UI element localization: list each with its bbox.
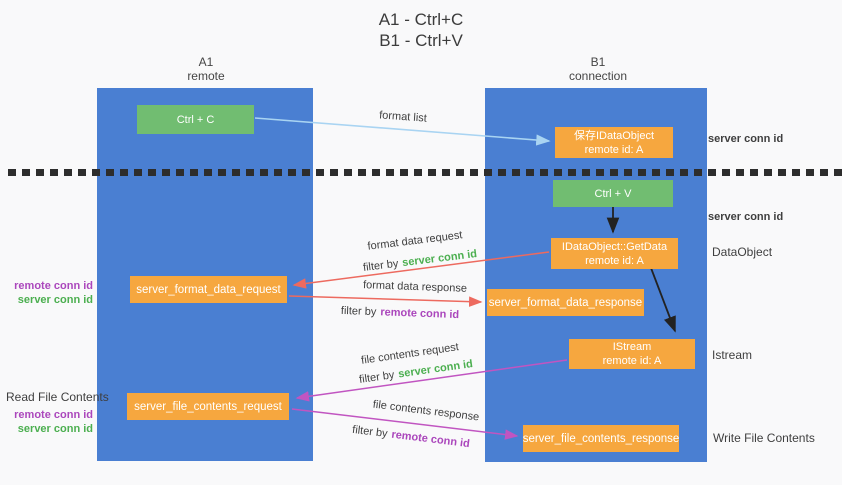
label-istream: Istream	[712, 348, 753, 362]
node-format-request-label: server_format_data_request	[136, 283, 281, 296]
lane-left-role: remote	[187, 69, 225, 83]
node-istream-line2: remote id: A	[602, 355, 662, 367]
title-line-1: A1 - Ctrl+C	[378, 10, 464, 29]
lane-left-name: A1	[198, 55, 214, 69]
label-server-conn-id-top: server conn id	[708, 133, 784, 145]
lane-header-left: A1 remote	[146, 55, 266, 83]
node-server-format-data-response: server_format_data_response	[487, 289, 644, 316]
node-istream-line1: IStream	[612, 341, 652, 353]
dotted-separator	[8, 169, 842, 176]
node-save-idataobject-line1: 保存IDataObject	[573, 129, 655, 142]
diagram-title: A1 - Ctrl+C B1 - Ctrl+V	[0, 9, 842, 51]
arrow-format-data-response	[288, 295, 483, 307]
label-server-conn-id: server conn id	[17, 294, 93, 306]
filter-prefix: filter by	[340, 304, 377, 319]
arrow-file-contents-request	[295, 359, 568, 402]
node-format-response-label: server_format_data_response	[488, 296, 643, 309]
lane-right-name: B1	[590, 55, 606, 69]
node-ctrl-c: Ctrl + C	[137, 105, 254, 134]
node-ctrl-v-label: Ctrl + V	[594, 187, 632, 200]
node-istream: IStream remote id: A	[569, 339, 695, 369]
label-remote-conn-id: remote conn id	[14, 409, 93, 421]
label-left-group2: remote conn id server conn id	[6, 408, 93, 436]
lane-right-role: connection	[568, 69, 628, 83]
label-server-conn-id: server conn id	[17, 423, 93, 435]
node-server-file-contents-request: server_file_contents_request	[127, 393, 289, 420]
node-server-format-data-request: server_format_data_request	[130, 276, 287, 303]
node-ctrl-c-label: Ctrl + C	[176, 113, 215, 126]
title-line-2: B1 - Ctrl+V	[379, 31, 463, 50]
node-save-idataobject-line2: remote id: A	[584, 143, 644, 156]
arrow-format-data-request	[292, 251, 550, 289]
node-server-file-contents-response: server_file_contents_response	[523, 425, 679, 452]
label-write-file-contents: Write File Contents	[713, 431, 815, 445]
label-read-file-contents: Read File Contents	[6, 390, 109, 404]
node-save-idataobject: 保存IDataObject remote id: A	[555, 127, 673, 158]
node-getdata-line1: IDataObject::GetData	[561, 240, 668, 253]
node-ctrl-v: Ctrl + V	[553, 180, 673, 207]
lane-header-right: B1 connection	[538, 55, 658, 83]
label-remote-conn-id: remote conn id	[14, 280, 93, 292]
node-getdata-line2: remote id: A	[585, 254, 644, 267]
arrow-getdata-to-istream	[650, 267, 676, 333]
node-file-response-label: server_file_contents_response	[522, 432, 680, 445]
node-idataobject-getdata: IDataObject::GetData remote id: A	[551, 238, 678, 269]
arrow-file-contents-response	[291, 408, 519, 440]
label-left-group1: remote conn id server conn id	[6, 279, 93, 307]
arrow-format-list	[254, 117, 551, 146]
node-file-request-label: server_file_contents_request	[134, 400, 282, 413]
label-server-conn-id-mid: server conn id	[708, 211, 784, 223]
label-dataobject: DataObject	[712, 245, 773, 259]
